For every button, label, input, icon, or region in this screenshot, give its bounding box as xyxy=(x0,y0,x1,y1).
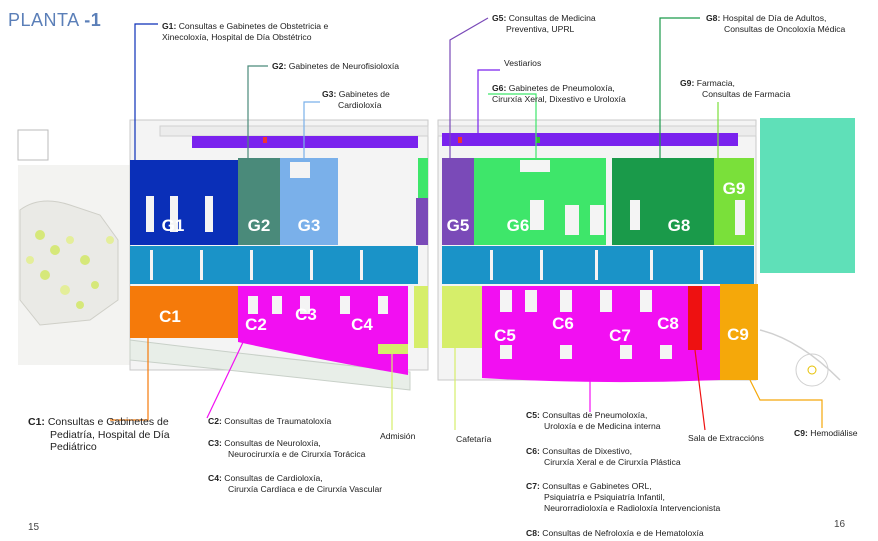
zone-label-g8: G8 xyxy=(668,216,691,235)
zone-label-g2: G2 xyxy=(248,216,271,235)
zone-c1 xyxy=(130,286,238,338)
zone-label-c3: C3 xyxy=(295,305,317,324)
left-garden xyxy=(17,129,130,365)
label-c2: C2: Consultas de Traumatoloxía xyxy=(208,416,332,426)
zone-extraccions xyxy=(688,286,702,350)
corridor-strip xyxy=(192,136,418,148)
label-c4: C4: Consultas de Cardioloxía,Cirurxía Ca… xyxy=(208,473,383,494)
zone-label-g1: G1 xyxy=(162,216,185,235)
zone-g9 xyxy=(714,158,754,245)
label-admision: Admisión xyxy=(380,431,416,441)
label-g2: G2: Gabinetes de Neurofisioloxía xyxy=(272,61,400,71)
zone-g2 xyxy=(238,158,280,245)
label-c9: C9: Hemodiálise xyxy=(794,428,858,438)
zone-g8 xyxy=(612,158,714,245)
corridor-band xyxy=(130,246,418,284)
right-block xyxy=(760,118,855,273)
page-number-right: 16 xyxy=(834,519,846,530)
label-g6: G6: Gabinetes de Pneumoloxía,Cirurxía Xe… xyxy=(492,83,626,104)
corridor-strip xyxy=(442,133,738,146)
zone-admision xyxy=(378,344,408,354)
zone-label-g3: G3 xyxy=(298,216,321,235)
zone-label-c7: C7 xyxy=(609,326,631,345)
page-title: PLANTA -1 xyxy=(8,10,102,30)
zone-label-c1: C1 xyxy=(159,307,181,326)
zone-label-c5: C5 xyxy=(494,326,516,345)
zone-c9 xyxy=(720,284,758,380)
label-cafetaria: Cafetaría xyxy=(456,434,492,444)
zone-cafetaria xyxy=(414,286,428,348)
zone-label-g5: G5 xyxy=(447,216,470,235)
label-extraccions: Sala de Extraccións xyxy=(688,433,764,443)
page-number-left: 15 xyxy=(28,522,40,533)
leader-lines xyxy=(110,17,823,431)
label-vestiarios: Vestiarios xyxy=(504,58,542,68)
label-g8: G8: Hospital de Día de Adultos,Consultas… xyxy=(706,13,846,34)
label-c8: C8: Consultas de Nefroloxía e de Hematol… xyxy=(526,528,704,538)
zone-label-c6: C6 xyxy=(552,314,574,333)
label-g9: G9: Farmacia,Consultas de Farmacia xyxy=(680,78,791,99)
zone-label-c8: C8 xyxy=(657,314,679,333)
label-c7: C7: Consultas e Gabinetes ORL,Psiquiatrí… xyxy=(526,481,721,513)
zone-label-c4: C4 xyxy=(351,315,373,334)
zone-label-g9: G9 xyxy=(723,179,746,198)
zone-label-c2: C2 xyxy=(245,315,267,334)
zone-label-c9: C9 xyxy=(727,325,749,344)
zone-label-g6: G6 xyxy=(507,216,530,235)
zone-g5 xyxy=(442,158,474,245)
label-c3: C3: Consultas de Neuroloxía,Neurocirurxí… xyxy=(208,438,366,459)
label-c5: C5: Consultas de Pneumoloxía,Uroloxía e … xyxy=(526,410,661,431)
label-c6: C6: Consultas de Dixestivo,Cirurxía Xera… xyxy=(526,446,681,467)
label-g1: G1: Consultas e Gabinetes de Obstetricia… xyxy=(162,21,329,42)
